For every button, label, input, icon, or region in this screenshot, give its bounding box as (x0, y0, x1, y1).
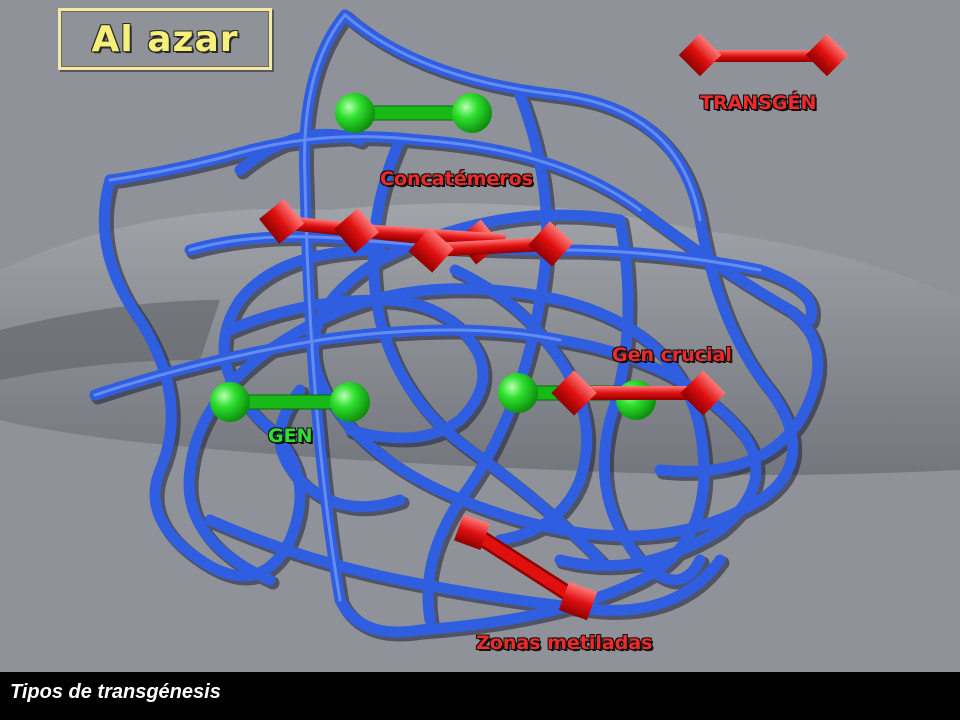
label-zonas-metiladas: Zonas metiladas (476, 632, 653, 654)
concatemer-transgenes (259, 198, 574, 273)
diagram-canvas (0, 9, 960, 642)
label-transgen: TRANSGÉN (700, 92, 817, 114)
footer-bar: Tipos de transgénesis (0, 672, 960, 720)
label-concatemeros: Concatémeros (380, 168, 533, 190)
slide-title: Al azar (91, 18, 239, 60)
gene-gen (210, 382, 370, 422)
transgene-legend (678, 33, 849, 77)
label-gen: GEN (268, 425, 313, 447)
gene-top (335, 93, 492, 133)
transgene-methylated (454, 514, 598, 621)
label-gen-crucial: Gen crucial (612, 344, 732, 366)
footer-caption: Tipos de transgénesis (10, 681, 221, 703)
title-box: Al azar (58, 8, 272, 70)
slide-stage: Al azar TRANSGÉN Concatémeros Gen crucia… (0, 8, 960, 654)
